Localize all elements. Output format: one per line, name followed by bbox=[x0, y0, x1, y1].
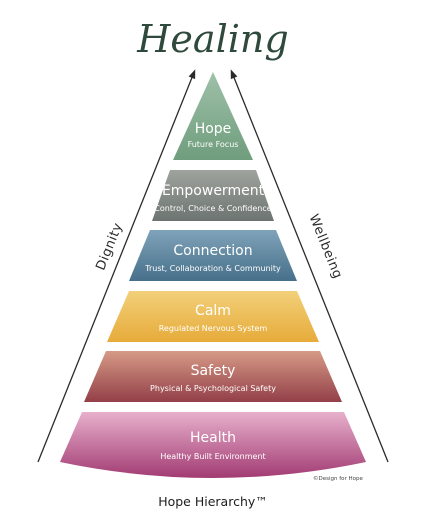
tier-health-subtitle: Healthy Built Environment bbox=[160, 452, 265, 461]
tier-hope: Hope Future Focus bbox=[173, 72, 253, 160]
tier-connection-title: Connection bbox=[173, 243, 252, 259]
tier-health-shape bbox=[60, 412, 366, 478]
healing-title: Healing bbox=[136, 17, 288, 61]
tier-health-title: Health bbox=[190, 430, 236, 446]
hope-hierarchy-title: Hope Hierarchy™ bbox=[158, 494, 268, 509]
tier-calm: Calm Regulated Nervous System bbox=[107, 291, 319, 342]
tier-safety-title: Safety bbox=[191, 363, 236, 379]
tier-hope-title: Hope bbox=[195, 121, 232, 137]
right-arrow bbox=[230, 69, 389, 463]
tier-calm-subtitle: Regulated Nervous System bbox=[159, 324, 268, 333]
tier-empowerment-shape bbox=[152, 170, 274, 221]
tier-empowerment-subtitle: Control, Choice & Confidence bbox=[154, 204, 271, 213]
tier-empowerment: Empowerment Control, Choice & Confidence bbox=[152, 170, 274, 221]
tier-connection-shape bbox=[129, 230, 297, 281]
tier-connection-subtitle: Trust, Collaboration & Community bbox=[144, 264, 281, 273]
tier-calm-title: Calm bbox=[195, 303, 231, 319]
tier-calm-shape bbox=[107, 291, 319, 342]
tier-hope-shape bbox=[173, 72, 253, 160]
tier-empowerment-title: Empowerment bbox=[162, 183, 265, 199]
tier-connection: Connection Trust, Collaboration & Commun… bbox=[129, 230, 297, 281]
tier-safety-subtitle: Physical & Psychological Safety bbox=[150, 384, 276, 393]
tier-safety: Safety Physical & Psychological Safety bbox=[84, 351, 342, 402]
design-credit: ©Design for Hope bbox=[313, 475, 364, 482]
tier-hope-subtitle: Future Focus bbox=[188, 140, 239, 149]
tier-safety-shape bbox=[84, 351, 342, 402]
dignity-label: Dignity bbox=[93, 221, 126, 273]
tier-health: Health Healthy Built Environment bbox=[60, 412, 366, 478]
left-arrow bbox=[37, 69, 196, 463]
